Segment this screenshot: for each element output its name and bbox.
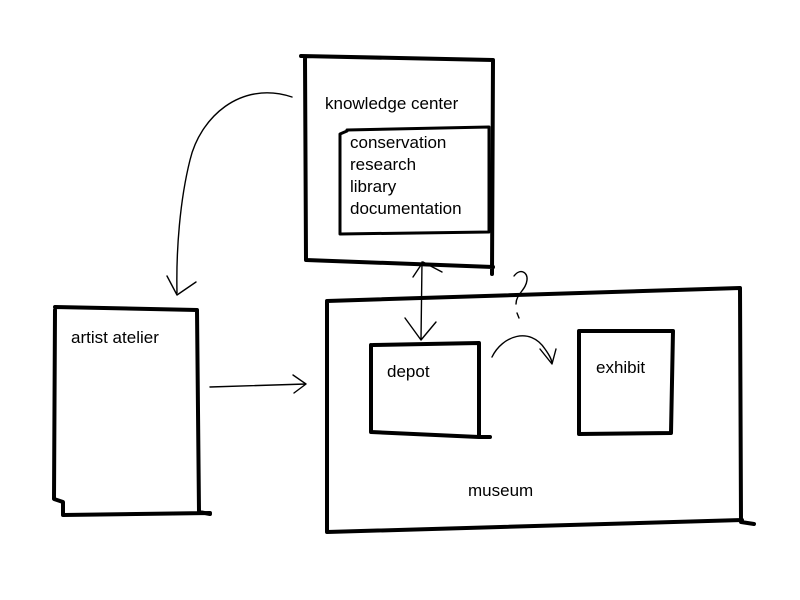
arrow-depot-to-exhibit	[491, 335, 557, 365]
list-item-library: library	[350, 177, 397, 196]
arrow-knowledge-depot	[404, 261, 443, 341]
list-item-conservation: conservation	[350, 133, 447, 152]
knowledge-center-label: knowledge center	[325, 94, 459, 113]
depot-box	[369, 341, 492, 439]
knowledge-center-list: conservation research library documentat…	[350, 132, 462, 220]
list-item-research: research	[350, 155, 417, 174]
knowledge-center-items-frame	[338, 125, 491, 236]
exhibit-label: exhibit	[596, 358, 646, 377]
artist-atelier-label: artist atelier	[71, 328, 159, 347]
arrow-knowledge-to-atelier	[166, 92, 293, 296]
exhibit-box	[577, 329, 675, 436]
question-mark-icon	[513, 270, 528, 319]
museum-label: museum	[468, 481, 534, 500]
question-mark-label: ?	[508, 272, 526, 308]
arrow-atelier-to-museum	[209, 374, 307, 394]
knowledge-center-box	[299, 54, 495, 276]
depot-label: depot	[387, 362, 430, 381]
museum-box	[325, 286, 756, 534]
artist-atelier-box	[52, 305, 212, 517]
list-item-documentation: documentation	[350, 199, 462, 218]
